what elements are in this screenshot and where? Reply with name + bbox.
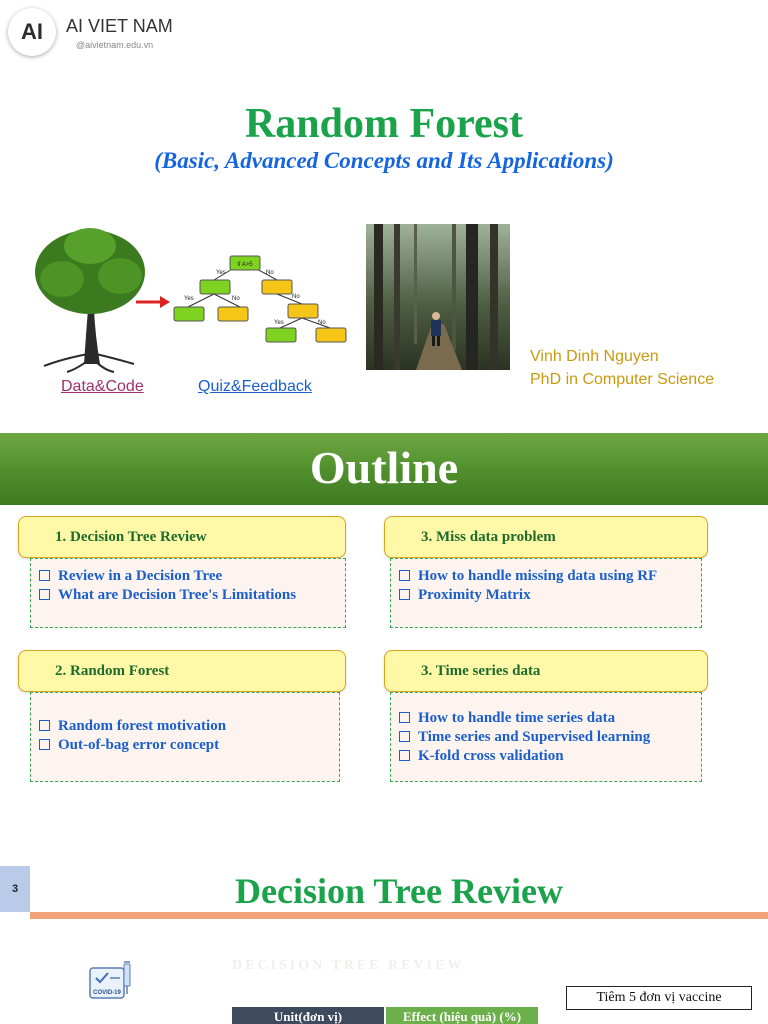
checkbox-icon (399, 589, 410, 600)
checkbox-icon (39, 589, 50, 600)
checkbox-icon (399, 712, 410, 723)
svg-text:Yes: Yes (274, 320, 284, 326)
table-header-effect: Effect (hiệu quả) (%) (386, 1007, 538, 1024)
outline-banner (0, 433, 768, 505)
section-header-decision-tree: 1. Decision Tree Review (18, 516, 346, 558)
tree-icon (35, 228, 145, 373)
list-item: How to handle time series data (399, 709, 701, 728)
list-item: Random forest motivation (39, 717, 339, 736)
data-code-link[interactable]: Data&Code (61, 378, 144, 395)
checkbox-icon (39, 720, 50, 731)
ai-logo: AI (8, 8, 56, 56)
list-item: How to handle missing data using RF (399, 567, 701, 586)
author-title: PhD in Computer Science (530, 371, 715, 388)
faded-title: DECISION TREE REVIEW (232, 958, 465, 973)
list-item: Review in a Decision Tree (39, 567, 345, 586)
section-box-random-forest: Random forest motivation Out-of-bag erro… (30, 692, 340, 782)
vaccine-note: Tiêm 5 đơn vị vaccine (566, 986, 752, 1010)
title-underline (30, 912, 768, 919)
checkbox-icon (399, 570, 410, 581)
list-item: Proximity Matrix (399, 586, 701, 605)
section-header-time-series: 3. Time series data (384, 650, 708, 692)
brand-site: @aivietnam.edu.vn (76, 40, 154, 50)
list-item: K-fold cross validation (399, 747, 701, 766)
author-name: Vinh Dinh Nguyen (530, 348, 659, 365)
logo-text: AI (21, 19, 43, 44)
list-item: What are Decision Tree's Limitations (39, 586, 345, 605)
svg-text:if A>5: if A>5 (237, 262, 253, 268)
quiz-feedback-link[interactable]: Quiz&Feedback (198, 378, 312, 395)
brand-name: AI VIET NAM (66, 16, 173, 36)
svg-text:Yes: Yes (216, 270, 226, 276)
list-item: Out-of-bag error concept (39, 736, 339, 755)
decision-tree-illustration: if A>5 Yes No Yes No No Yes No (35, 228, 347, 373)
cover-subtitle: (Basic, Advanced Concepts and Its Applic… (154, 148, 614, 173)
svg-text:No: No (232, 296, 240, 302)
svg-text:No: No (266, 270, 274, 276)
checkbox-icon (399, 750, 410, 761)
section-header-miss-data: 3. Miss data problem (384, 516, 708, 558)
table-header-unit: Unit(đơn vị) (232, 1007, 384, 1024)
svg-text:Yes: Yes (184, 296, 194, 302)
section-box-miss-data: How to handle missing data using RF Prox… (390, 558, 702, 628)
svg-text:No: No (318, 320, 326, 326)
section-box-decision-tree: Review in a Decision Tree What are Decis… (30, 558, 346, 628)
svg-text:COVID-19: COVID-19 (93, 990, 121, 996)
outline-title: Outline (309, 442, 459, 493)
page-number: 3 (0, 866, 30, 912)
checkbox-icon (39, 570, 50, 581)
cover-title: Random Forest (244, 101, 524, 147)
section-header-random-forest: 2. Random Forest (18, 650, 346, 692)
section-box-time-series: How to handle time series data Time seri… (390, 692, 702, 782)
slide-title: Decision Tree Review (235, 871, 563, 911)
list-item: Time series and Supervised learning (399, 728, 701, 747)
checkbox-icon (399, 731, 410, 742)
checkbox-icon (39, 739, 50, 750)
covid-vaccine-icon: COVID-19 (89, 961, 131, 999)
forest-photo (366, 224, 510, 370)
svg-text:No: No (292, 294, 300, 300)
